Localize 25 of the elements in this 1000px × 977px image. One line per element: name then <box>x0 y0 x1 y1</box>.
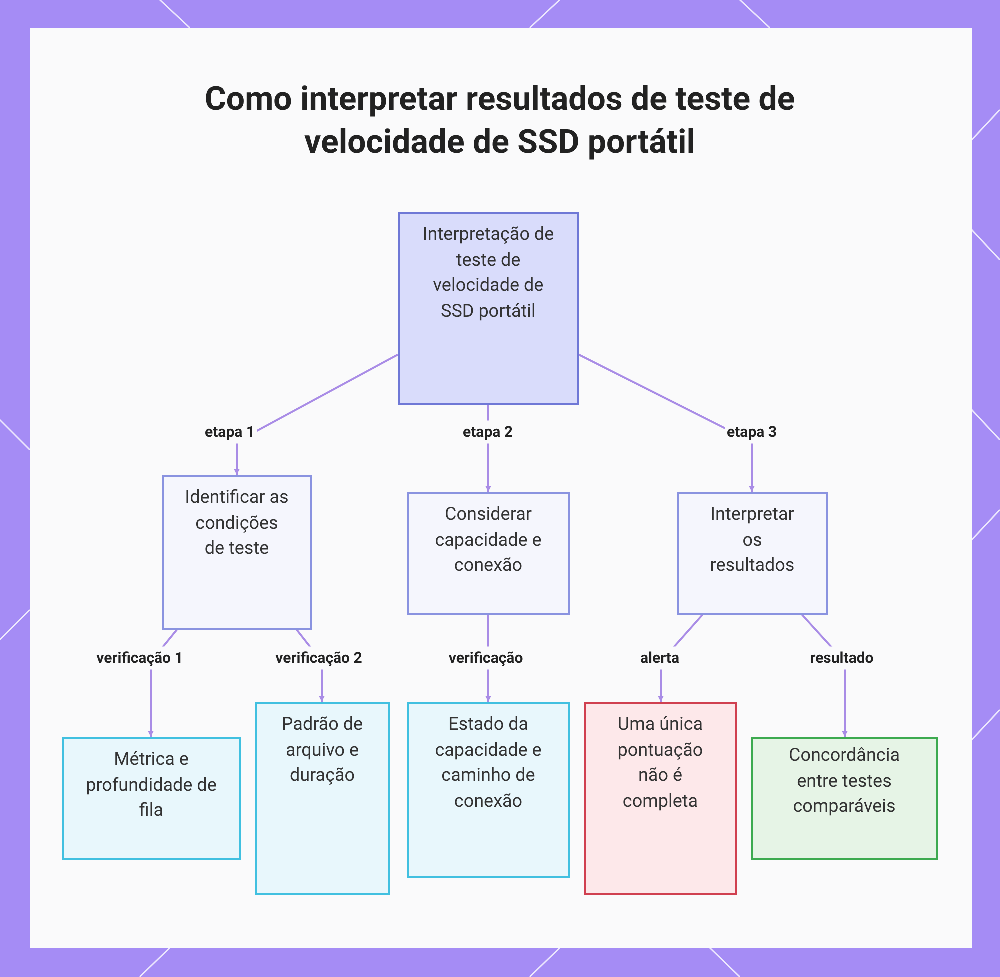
process-box <box>584 702 737 895</box>
node-text: Interpretação de teste de velocidade de SSD portátil <box>422 223 556 324</box>
node-text: Métrica e profundidade de fila <box>85 748 218 823</box>
edge-label: verificação <box>446 646 526 670</box>
node-text: Identificar as condições de teste <box>184 486 290 561</box>
process-box <box>407 702 570 878</box>
process-box <box>677 492 828 615</box>
process-box <box>407 492 570 615</box>
node-text: Interpretar os resultados <box>709 503 796 578</box>
node-text: Estado da capacidade e caminho de conexão <box>434 713 543 814</box>
process-box <box>751 737 938 860</box>
process-box <box>255 702 390 895</box>
node-text: Padrão de arquivo e duração <box>280 713 364 788</box>
edge-label: verificação 2 <box>274 646 364 670</box>
edge-label: alerta <box>638 646 682 670</box>
process-box <box>162 475 312 630</box>
process-box <box>62 737 241 860</box>
connector-arrow <box>234 354 398 475</box>
title: Como interpretar resultados de teste de velocidade de SSD portátil <box>204 79 796 164</box>
node-text: Concordância entre testes comparáveis <box>788 744 901 819</box>
node-text: Considerar capacidade e conexão <box>434 503 543 578</box>
edge-label: etapa 2 <box>461 420 515 444</box>
edge-label: resultado <box>808 646 876 670</box>
process-box <box>398 212 579 405</box>
node-text: Uma única pontuação não é completa <box>616 713 704 814</box>
